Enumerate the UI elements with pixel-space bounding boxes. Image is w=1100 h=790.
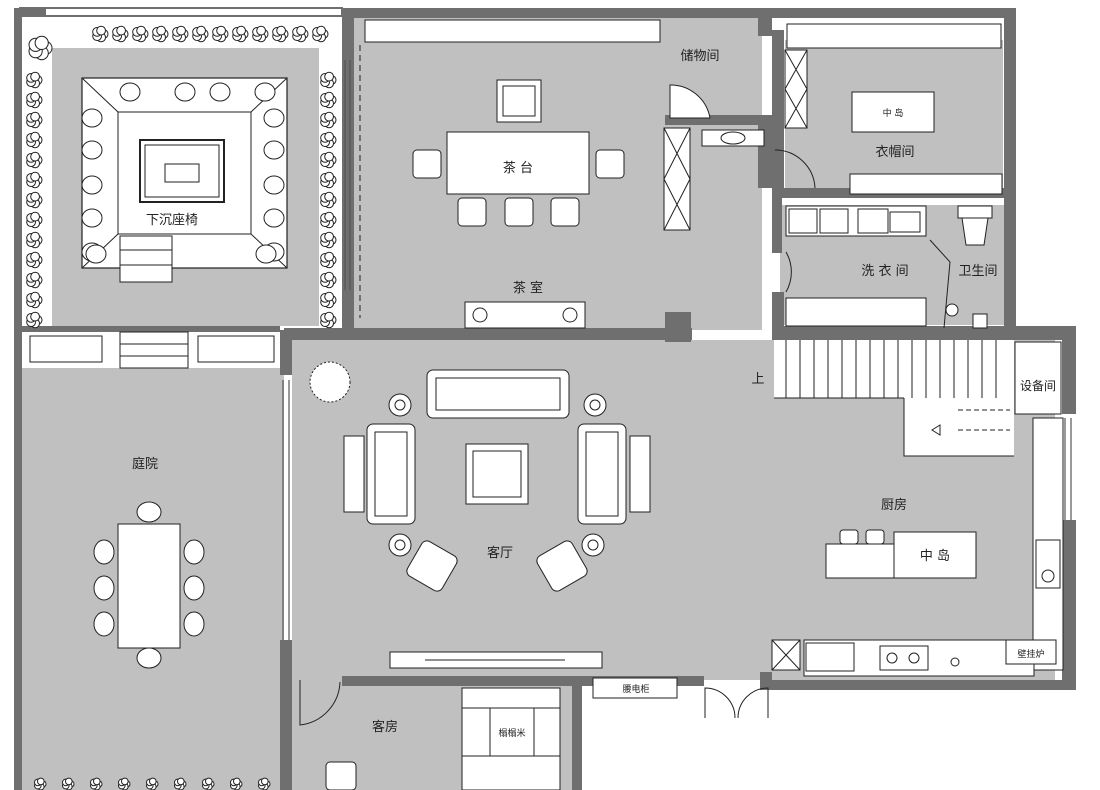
cushion bbox=[85, 244, 107, 264]
windows bbox=[282, 60, 1072, 640]
shrub bbox=[320, 311, 337, 329]
shrub bbox=[252, 25, 269, 43]
shrub bbox=[320, 291, 337, 309]
shrub bbox=[258, 777, 271, 790]
tea-table-label: 茶 台 bbox=[503, 160, 533, 176]
shrub bbox=[112, 25, 129, 43]
shrub bbox=[232, 25, 249, 43]
shrub bbox=[320, 131, 337, 149]
shrub bbox=[34, 777, 47, 790]
kitchen-island-label: 中 岛 bbox=[920, 548, 950, 564]
tea-room-label: 茶 室 bbox=[513, 280, 543, 296]
shrub bbox=[26, 231, 43, 249]
cushion bbox=[174, 82, 196, 102]
shrub bbox=[320, 231, 337, 249]
shrub bbox=[320, 191, 337, 209]
storage-door bbox=[669, 84, 711, 119]
shrub bbox=[26, 311, 43, 329]
cushion bbox=[119, 82, 141, 102]
walls bbox=[14, 7, 1076, 790]
tea-room-furniture bbox=[359, 19, 765, 329]
shrub bbox=[90, 777, 103, 790]
kitchen-furniture bbox=[771, 417, 1064, 677]
shrub bbox=[26, 191, 43, 209]
shrub bbox=[26, 111, 43, 129]
shrub bbox=[62, 777, 75, 790]
shrub bbox=[26, 131, 43, 149]
shrub bbox=[26, 271, 43, 289]
cushion bbox=[263, 140, 285, 160]
shrub bbox=[28, 35, 53, 61]
guest-room-label: 客房 bbox=[372, 719, 398, 735]
cushion bbox=[81, 108, 103, 128]
shrub bbox=[320, 71, 337, 89]
shrub bbox=[172, 25, 189, 43]
storage-label: 储物间 bbox=[680, 49, 719, 64]
stairs-up-label: 上 bbox=[751, 372, 764, 387]
cushion bbox=[254, 82, 276, 102]
planters bbox=[29, 331, 275, 369]
laundry-furniture bbox=[785, 205, 993, 329]
shrub bbox=[152, 25, 169, 43]
cushion bbox=[255, 244, 277, 264]
cushion bbox=[81, 140, 103, 160]
shrub bbox=[320, 211, 337, 229]
cushion bbox=[263, 175, 285, 195]
shrub bbox=[26, 71, 43, 89]
tea-chairs bbox=[412, 149, 625, 227]
cushion bbox=[81, 208, 103, 228]
tatami-label: 榻榻米 bbox=[498, 727, 525, 739]
shrub bbox=[118, 777, 131, 790]
laundry-label: 洗 衣 间 bbox=[861, 263, 908, 279]
boiler-label: 壁挂炉 bbox=[1017, 648, 1044, 660]
cloakroom-island-label: 中 岛 bbox=[883, 107, 904, 119]
shrub bbox=[26, 211, 43, 229]
shrub bbox=[92, 25, 109, 43]
cushion bbox=[263, 108, 285, 128]
shrub bbox=[202, 777, 215, 790]
shrub bbox=[320, 271, 337, 289]
shrub bbox=[320, 91, 337, 109]
courtyard-label: 庭院 bbox=[132, 456, 158, 472]
shrub bbox=[272, 25, 289, 43]
cloakroom-furniture bbox=[774, 23, 1003, 195]
cushion bbox=[81, 175, 103, 195]
shrub bbox=[292, 25, 309, 43]
living-label: 客厅 bbox=[487, 545, 513, 561]
garden-shrubs bbox=[26, 25, 337, 790]
shrub bbox=[192, 25, 209, 43]
shrub bbox=[230, 777, 243, 790]
shrub bbox=[174, 777, 187, 790]
seat-cushions bbox=[81, 82, 285, 264]
cloakroom-label: 衣帽间 bbox=[875, 144, 914, 160]
sunken-seat-label: 下沉座椅 bbox=[146, 213, 198, 228]
equipment-label: 设备间 bbox=[1020, 379, 1056, 393]
courtyard-dining bbox=[93, 501, 205, 669]
living-furniture bbox=[309, 361, 769, 719]
cushion bbox=[209, 82, 231, 102]
shrub bbox=[26, 251, 43, 269]
shrub bbox=[320, 251, 337, 269]
shrub bbox=[26, 91, 43, 109]
shrub bbox=[320, 171, 337, 189]
shrub bbox=[312, 25, 329, 43]
shrub bbox=[26, 291, 43, 309]
staircase bbox=[774, 340, 1062, 457]
sunken-seating bbox=[81, 77, 288, 283]
shrub bbox=[132, 25, 149, 43]
guest-room-furniture bbox=[299, 680, 561, 790]
shrub bbox=[212, 25, 229, 43]
shrub bbox=[320, 151, 337, 169]
shrub bbox=[26, 151, 43, 169]
shrub bbox=[320, 111, 337, 129]
shrub bbox=[146, 777, 159, 790]
bathroom-label: 卫生间 bbox=[958, 264, 997, 279]
cabinet-label: 腰电柜 bbox=[622, 683, 649, 695]
shrub bbox=[26, 171, 43, 189]
kitchen-label: 厨房 bbox=[881, 497, 907, 513]
cushion bbox=[263, 208, 285, 228]
